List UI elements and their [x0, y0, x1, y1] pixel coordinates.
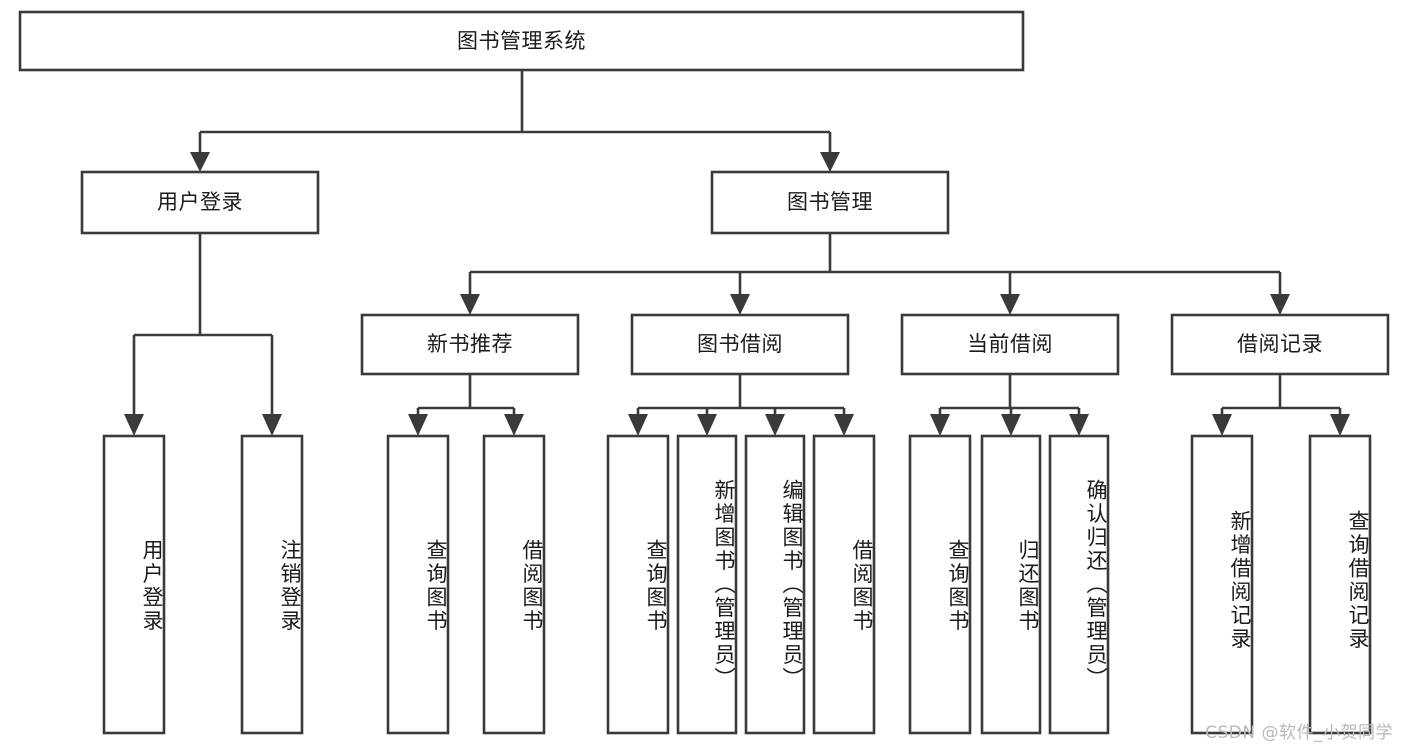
arrow-head-new-book-rec [460, 294, 480, 315]
arrow-head-borrow-record [1270, 294, 1290, 315]
connector-book-manage-children [460, 233, 1290, 315]
node-box-root[interactable] [18, 10, 1025, 72]
node-box-book-borrow[interactable] [630, 313, 850, 376]
node-box-leaf-user-login[interactable] [102, 434, 166, 735]
arrow-head-leaf-edit-book [765, 414, 785, 436]
node-box-leaf-query-book-c[interactable] [908, 434, 972, 735]
arrow-head-leaf-borrow-book-b [834, 414, 854, 436]
node-box-leaf-query-book-b[interactable] [606, 434, 670, 735]
arrow-head-book-borrow [730, 294, 750, 315]
arrow-head-leaf-user-login [124, 414, 144, 436]
connector-borrow-record-children [1212, 374, 1350, 436]
node-box-leaf-query-record[interactable] [1308, 434, 1372, 735]
connector-user-login-children [124, 233, 282, 436]
node-box-leaf-logout[interactable] [240, 434, 304, 735]
node-box-book-manage[interactable] [710, 170, 950, 235]
arrow-head-book-manage [820, 152, 840, 172]
node-box-leaf-borrow-book-a[interactable] [482, 434, 546, 735]
node-box-user-login[interactable] [80, 170, 320, 235]
node-box-leaf-add-book[interactable] [676, 434, 738, 735]
node-box-leaf-return-book[interactable] [980, 434, 1042, 735]
node-box-leaf-confirm-return[interactable] [1048, 434, 1110, 735]
arrow-head-leaf-query-book-a [408, 414, 428, 436]
arrow-head-leaf-return-book [1001, 414, 1021, 436]
arrow-head-leaf-query-record [1330, 414, 1350, 436]
node-box-new-book-rec[interactable] [360, 313, 580, 376]
arrow-head-current-borrow [1000, 294, 1020, 315]
node-box-leaf-query-book-a[interactable] [386, 434, 450, 735]
node-box-current-borrow[interactable] [900, 313, 1120, 376]
node-box-leaf-borrow-book-b[interactable] [812, 434, 876, 735]
node-box-leaf-add-record[interactable] [1190, 434, 1254, 735]
arrow-head-user-login [190, 152, 210, 172]
node-box-leaf-edit-book[interactable] [744, 434, 806, 735]
arrow-head-leaf-query-book-b [628, 414, 648, 436]
node-box-borrow-record[interactable] [1170, 313, 1390, 376]
arrow-head-leaf-query-book-c [930, 414, 950, 436]
arrow-head-leaf-confirm-return [1069, 414, 1089, 436]
connector-root-to-level1 [190, 70, 840, 172]
arrow-head-leaf-add-record [1212, 414, 1232, 436]
arrow-head-leaf-add-book [697, 414, 717, 436]
connector-new-book-rec-children [408, 374, 524, 436]
arrow-head-leaf-borrow-book-a [504, 414, 524, 436]
arrow-head-leaf-logout [262, 414, 282, 436]
connector-current-borrow-children [930, 374, 1089, 436]
connector-book-borrow-children [628, 374, 854, 436]
